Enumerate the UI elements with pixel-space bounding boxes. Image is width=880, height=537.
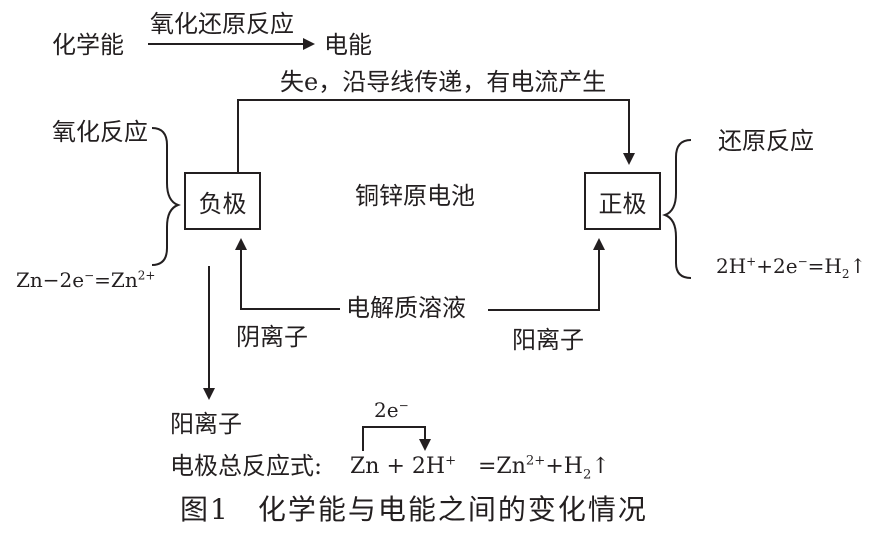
positive-electrode-label: 正极 [598,189,647,218]
cation-label-bottom: 阳离子 [170,410,242,438]
negative-half-equation: Zn−2e−=Zn2+ [16,268,156,292]
figure-number: 图1 [180,493,230,526]
overall-equation-label: 电极总反应式: [170,452,323,480]
wire-label: 失e，沿导线传递，有电流产生 [280,68,607,96]
electrical-energy-label: 电能 [324,31,372,59]
negative-electrode-label: 负极 [198,189,247,218]
figure-caption: 图1 化学能与电能之间的变化情况 [180,496,648,524]
wire-arrow [237,99,635,172]
cation-label-right: 阳离子 [512,326,584,354]
cation-arrow [488,238,605,311]
overall-equation-products: =Zn2++H2↑ [478,453,610,483]
negative-brace [151,127,181,266]
figure-title: 化学能与电能之间的变化情况 [257,493,648,526]
electrolyte-label: 电解质溶液 [346,294,466,322]
cell-name: 铜锌原电池 [355,182,475,210]
positive-half-equation: 2H++2e−=H2↑ [716,254,867,281]
reduction-reaction-label: 还原反应 [718,127,814,155]
redox-reaction-label: 氧化还原反应 [150,10,294,38]
electron-transfer-arrow [362,426,431,451]
anion-label: 阴离子 [236,323,308,351]
positive-brace [662,139,692,279]
overall-equation-reactants: Zn + 2H+ [350,453,457,479]
electron-transfer-label: 2e− [374,398,409,422]
positive-electrode-box: 正极 [584,172,661,230]
anion-arrow [235,238,340,310]
oxidation-reaction-label: 氧化反应 [52,118,148,146]
negative-electrode-box: 负极 [184,172,261,230]
chemical-energy-label: 化学能 [52,31,124,59]
